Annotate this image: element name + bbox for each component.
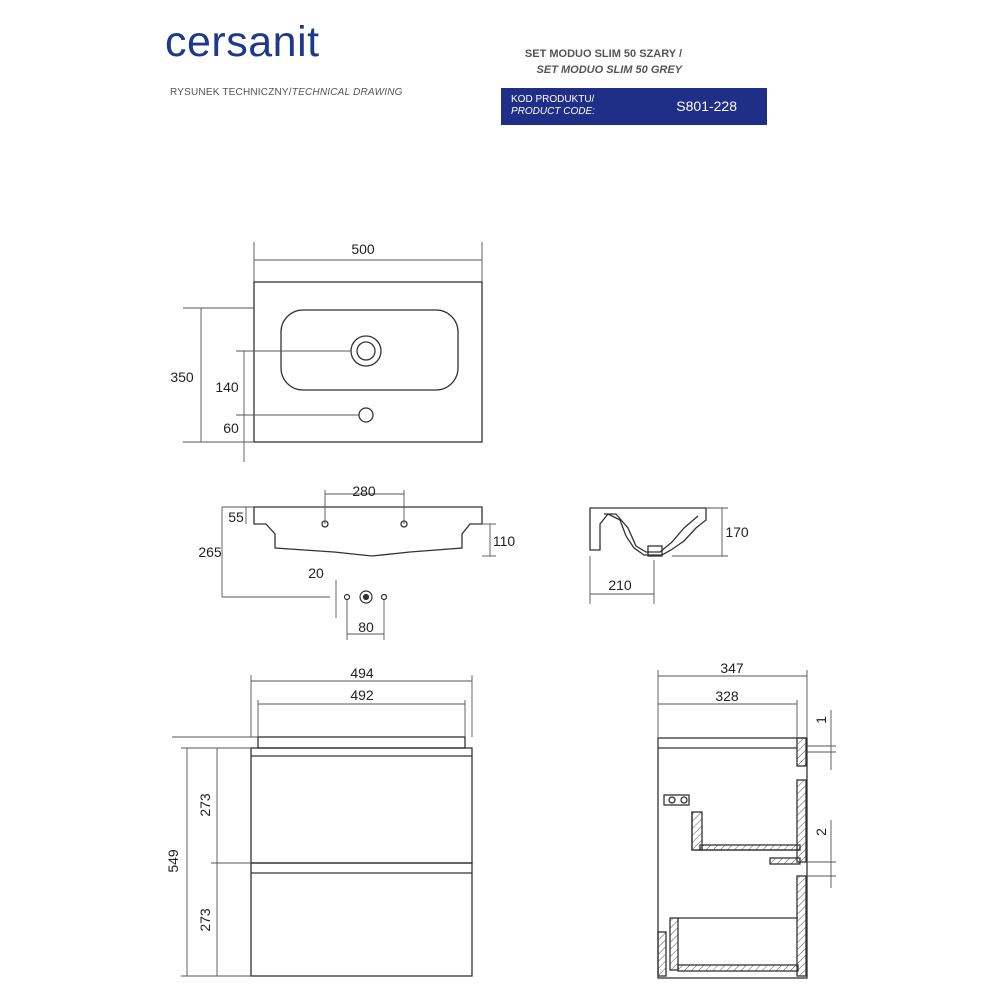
- cabinet-top-basin: [257, 736, 466, 749]
- siphon-fitting: [668, 796, 676, 804]
- dim-tap-hole-offset: 140: [215, 379, 239, 395]
- cabinet-front-view: [250, 736, 473, 977]
- set-title-pl: SET MODUO SLIM 50 SZARY /: [524, 48, 682, 60]
- dim-basin-width: 500: [351, 241, 375, 257]
- product-code-box: KOD PRODUKTU/ PRODUCT CODE: S801-228: [501, 88, 767, 125]
- drawer-upper-box: [691, 812, 800, 851]
- cabinet-side-view: [657, 737, 808, 979]
- brand-logo: cersanit: [165, 18, 320, 66]
- siphon-block: [663, 794, 690, 806]
- dim-side-gap-top: 1: [813, 716, 829, 724]
- basin-front-outline: [253, 506, 483, 557]
- drawer-top: [250, 747, 473, 864]
- dim-cabinet-depth-inner: 328: [715, 688, 739, 704]
- back-panel-hatch: [657, 931, 667, 977]
- dim-tap-spacing: 80: [358, 619, 374, 635]
- cabinet-side-dimensions: [657, 670, 836, 888]
- cabinet-front-dimensions: [172, 675, 473, 977]
- set-title-en: SET MODUO SLIM 50 GREY: [536, 64, 682, 76]
- dim-side-gap-mid: 2: [813, 828, 829, 836]
- basin-outline: [253, 281, 483, 443]
- dim-front-top: 55: [228, 509, 244, 525]
- dim-cabinet-height: 549: [165, 849, 181, 873]
- product-code-value: S801-228: [676, 98, 737, 114]
- product-code-label-pl: KOD PRODUKTU/: [511, 94, 595, 105]
- dim-drawer-bottom-height: 273: [197, 908, 213, 932]
- basin-front-dimensions: [221, 490, 496, 598]
- basin-top-view: [253, 281, 483, 443]
- drawer-lower-front: [669, 917, 679, 971]
- side-dimensions: [589, 507, 728, 604]
- basin-front-view: [253, 506, 483, 557]
- dim-drawer-top-height: 273: [197, 793, 213, 817]
- dim-front-fix-spacing: 280: [352, 483, 376, 499]
- drawer-rail: [769, 857, 801, 865]
- basin-side-outline: [589, 507, 707, 556]
- drawer-bottom: [250, 862, 473, 977]
- drawer-lower-bottom: [677, 964, 799, 972]
- cabinet-side-outline: [657, 737, 808, 979]
- dim-front-height: 265: [198, 544, 222, 560]
- dim-front-basin-depth: 110: [493, 533, 516, 549]
- drain-outer: [350, 335, 382, 367]
- dim-cabinet-outer-width: 494: [350, 665, 374, 681]
- side-panel-hatch-mid: [796, 779, 807, 863]
- drawing-label-en: TECHNICAL DRAWING: [291, 87, 403, 98]
- basin-side-view: [589, 507, 707, 557]
- dim-side-height: 170: [725, 524, 749, 540]
- tap-hole: [358, 407, 374, 423]
- basin-bowl: [280, 309, 459, 391]
- drain-inner: [356, 341, 376, 361]
- drawing-label-pl: RYSUNEK TECHNICZNY/: [170, 87, 292, 98]
- tap-holes-detail: [343, 590, 388, 604]
- dim-cabinet-inner-width: 492: [350, 687, 374, 703]
- basin-side-drain: [647, 545, 663, 557]
- tap-dimensions: [335, 580, 385, 640]
- dim-overflow-offset: 60: [223, 420, 239, 436]
- set-title: SET MODUO SLIM 50 SZARY / SET MODUO SLIM…: [525, 46, 682, 78]
- dim-side-depth: 210: [608, 577, 632, 593]
- dim-basin-depth: 350: [170, 369, 194, 385]
- tap-hole-left: [343, 593, 351, 601]
- product-code-label: KOD PRODUKTU/ PRODUCT CODE:: [511, 94, 595, 118]
- side-panel-hatch-top: [796, 737, 807, 767]
- tap-hole-center: [359, 590, 373, 604]
- dim-cabinet-depth-outer: 347: [720, 660, 744, 676]
- dim-tap-offset: 20: [308, 565, 324, 581]
- basin-side-inner: [604, 513, 699, 553]
- basin-top-dimensions: [183, 242, 483, 462]
- side-panel-hatch-bottom: [796, 875, 807, 977]
- drawing-label: RYSUNEK TECHNICZNY/TECHNICAL DRAWING: [170, 87, 403, 98]
- product-code-label-en: PRODUCT CODE:: [511, 106, 595, 117]
- tap-hole-right: [380, 593, 388, 601]
